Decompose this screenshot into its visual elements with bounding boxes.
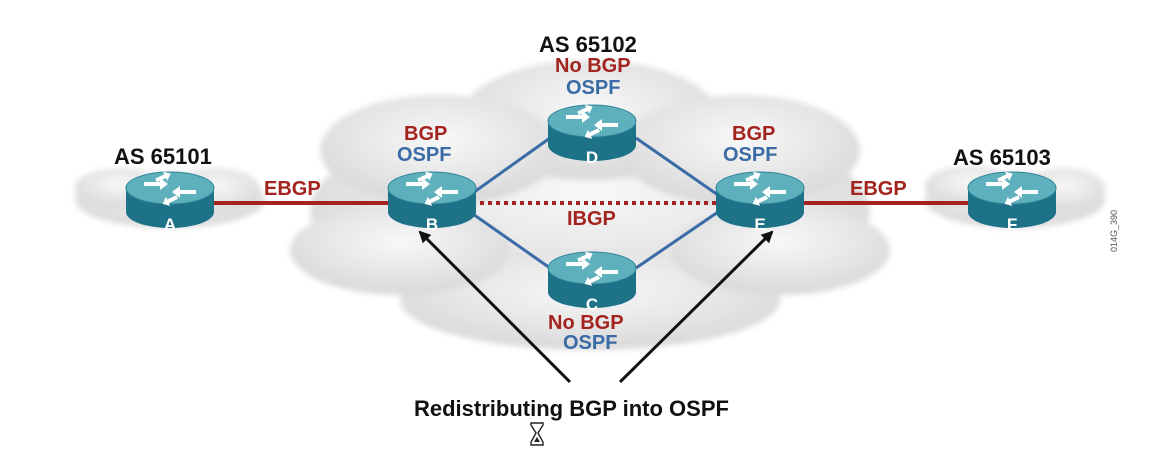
hourglass-icon [530,422,544,446]
link-b-c [469,210,551,270]
router-c: C [547,248,637,314]
arrow-to-e [618,230,774,384]
router-f-label: F [1007,215,1017,234]
as-label-right: AS 65103 [953,145,1051,170]
as-label-middle: AS 65102 [539,32,637,57]
link-label-ef: EBGP [850,178,907,200]
router-c-label: C [586,295,598,314]
as-label-left: AS 65101 [114,144,212,169]
router-e: E [715,168,805,234]
router-c-protocol-2: OSPF [563,332,618,354]
router-d-protocol-1: No BGP [555,55,631,77]
link-d-e [635,136,719,197]
router-d-protocol-2: OSPF [566,77,621,99]
router-b-protocol-1: BGP [404,123,448,145]
router-b-label: B [426,215,438,234]
link-label-ab: EBGP [264,178,321,200]
link-c-e [635,210,719,270]
router-d: D [547,101,637,167]
router-d-label: D [586,148,598,167]
router-e-protocol-1: BGP [732,123,776,145]
router-b-protocol-2: OSPF [397,144,452,166]
link-label-be: IBGP [567,208,616,230]
router-c-protocol-1: No BGP [548,312,624,334]
diagram-caption: Redistributing BGP into OSPF [414,396,729,421]
link-b-d [469,136,551,197]
router-a: A [125,168,215,234]
figure-id: 014G_390 [1109,209,1119,252]
router-b: B [387,168,477,234]
router-e-label: E [754,215,765,234]
cloud-middle [290,60,890,350]
router-a-label: A [164,215,176,234]
router-f: F [967,168,1057,234]
router-e-protocol-2: OSPF [723,144,778,166]
arrow-to-b [418,230,572,384]
